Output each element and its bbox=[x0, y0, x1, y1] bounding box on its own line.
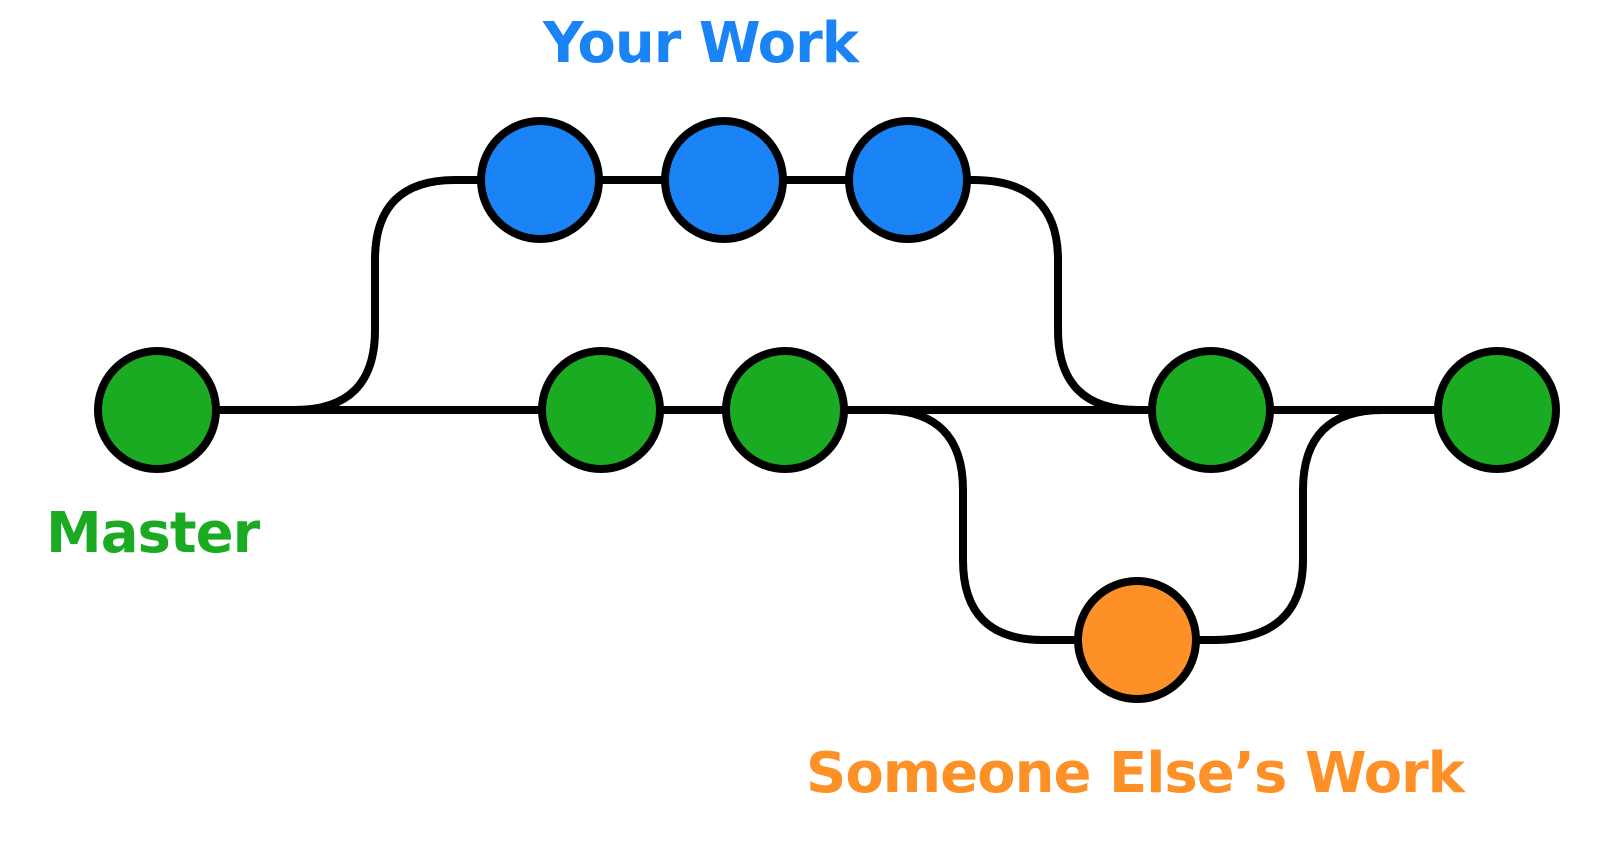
your-work-commit-1 bbox=[477, 117, 603, 243]
master-label: Master bbox=[46, 501, 260, 566]
someone-else-commit-1 bbox=[1074, 577, 1200, 703]
your-work-label: Your Work bbox=[543, 11, 859, 76]
your-work-commit-2 bbox=[661, 117, 787, 243]
someone-else-label: Someone Else’s Work bbox=[806, 741, 1465, 806]
master-commit-3 bbox=[722, 347, 848, 473]
your-work-commit-3 bbox=[845, 117, 971, 243]
master-commit-final bbox=[1434, 347, 1560, 473]
master-commit-1 bbox=[94, 347, 220, 473]
master-commit-2 bbox=[538, 347, 664, 473]
master-merge-commit bbox=[1148, 347, 1274, 473]
